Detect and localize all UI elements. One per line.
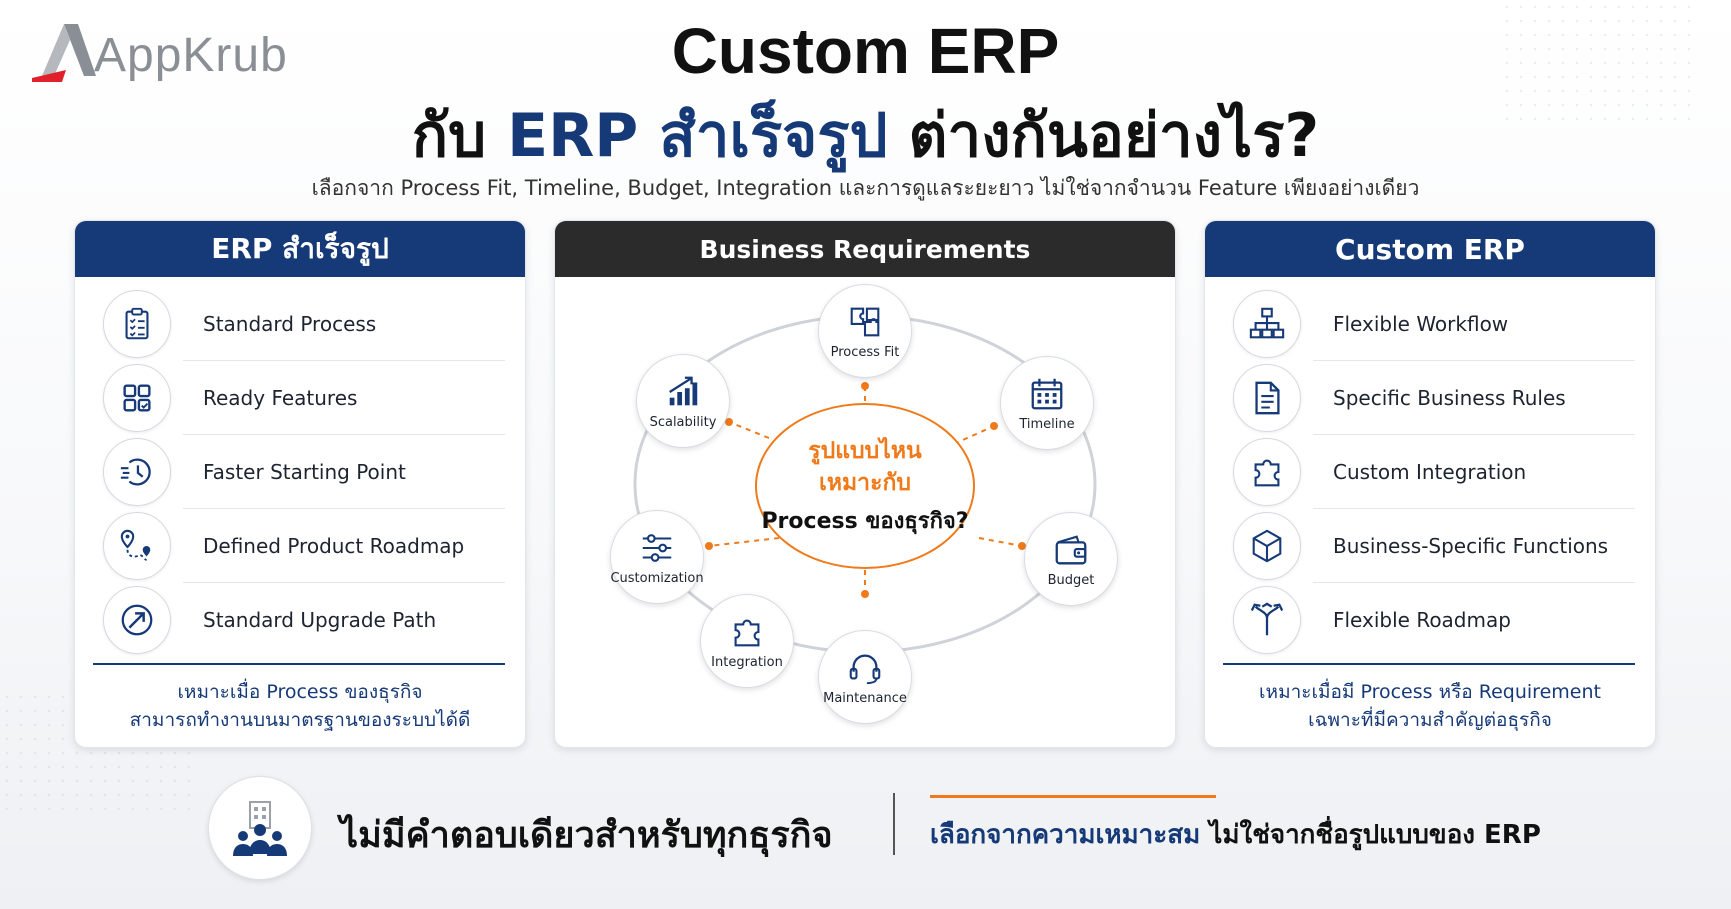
brand-name: AppKrub	[94, 29, 288, 82]
bottom-headline: ไม่มีคำตอบเดียวสำหรับทุกธุรกิจ	[340, 815, 833, 856]
node-budget: Budget	[1024, 512, 1118, 606]
puzzle-icon	[734, 619, 760, 646]
clipboard-checklist-icon	[125, 307, 149, 340]
right-card-footer: เหมาะเมื่อมี Process หรือ Requirement เฉ…	[1259, 681, 1601, 731]
item-label: Business-Specific Functions	[1333, 534, 1609, 558]
headset-icon	[849, 654, 881, 684]
item-label: Custom Integration	[1333, 460, 1527, 484]
sliders-icon	[642, 533, 672, 562]
list-item: Standard Upgrade Path	[75, 583, 525, 657]
branching-arrows-icon	[1250, 602, 1284, 636]
item-label: Ready Features	[203, 386, 358, 410]
growth-chart-icon	[669, 376, 698, 405]
puzzle-pieces-icon	[850, 307, 880, 336]
item-label: Defined Product Roadmap	[203, 534, 465, 558]
divider	[93, 663, 505, 665]
wallet-icon	[1055, 534, 1087, 564]
page-subtitle: เลือกจาก Process Fit, Timeline, Budget, …	[311, 176, 1420, 200]
item-label: Flexible Workflow	[1333, 312, 1509, 336]
list-item: Defined Product Roadmap	[75, 509, 525, 583]
page-title-line2: กับ ERP สำเร็จรูป ต่างกันอย่างไร?	[411, 101, 1320, 171]
upgrade-arrow-icon	[121, 604, 153, 636]
node-process-fit: Process Fit	[818, 284, 912, 378]
node-integration: Integration	[700, 594, 794, 688]
node-timeline: Timeline	[1000, 356, 1094, 450]
document-icon	[1255, 381, 1280, 415]
left-card-erp-ready: ERP สำเร็จรูป Standard Process Ready Fea…	[74, 220, 526, 748]
org-chart-icon	[1249, 307, 1285, 339]
cube-icon	[1252, 529, 1282, 563]
dot-pattern	[1500, 0, 1700, 120]
route-map-icon	[120, 529, 151, 561]
item-label: Flexible Roadmap	[1333, 608, 1511, 632]
list-item: Ready Features	[75, 361, 525, 435]
business-team-badge	[208, 776, 312, 880]
bottom-tagline: เลือกจากความเหมาะสม ไม่ใช่จากชื่อรูปแบบข…	[930, 820, 1541, 850]
list-item: Business-Specific Functions	[1205, 509, 1655, 583]
list-item: Faster Starting Point	[75, 435, 525, 509]
page-title: Custom ERP	[671, 15, 1060, 87]
right-card-title: Custom ERP	[1205, 221, 1655, 277]
brand-logo: AppKrub	[32, 20, 292, 90]
node-scalability: Scalability	[636, 354, 730, 448]
node-maintenance: Maintenance	[818, 630, 912, 724]
divider	[1223, 663, 1635, 665]
middle-card-title: Business Requirements	[555, 221, 1175, 277]
left-card-title: ERP สำเร็จรูป	[75, 221, 525, 277]
calendar-icon	[1031, 378, 1063, 409]
business-team-icon	[233, 801, 287, 856]
grid-apps-icon	[123, 384, 151, 412]
list-item: Standard Process	[75, 287, 525, 361]
center-question: รูปแบบไหน เหมาะกับ Process ของธุรกิจ?	[755, 403, 975, 569]
puzzle-icon	[1254, 459, 1280, 487]
fast-clock-icon	[120, 458, 151, 486]
item-label: Standard Upgrade Path	[203, 608, 437, 632]
item-label: Standard Process	[203, 312, 377, 336]
list-item: Flexible Roadmap	[1205, 583, 1655, 657]
node-customization: Customization	[610, 510, 704, 604]
item-label: Specific Business Rules	[1333, 386, 1566, 410]
list-item: Specific Business Rules	[1205, 361, 1655, 435]
divider	[893, 793, 895, 855]
accent-underline	[930, 795, 1216, 798]
left-card-footer: เหมาะเมื่อ Process ของธุรกิจ สามารถทำงาน…	[129, 681, 471, 731]
right-card-custom-erp: Custom ERP Flexible Workflow Specific Bu…	[1204, 220, 1656, 748]
list-item: Flexible Workflow	[1205, 287, 1655, 361]
item-label: Faster Starting Point	[203, 460, 406, 484]
list-item: Custom Integration	[1205, 435, 1655, 509]
logo-mark-icon	[32, 24, 96, 82]
